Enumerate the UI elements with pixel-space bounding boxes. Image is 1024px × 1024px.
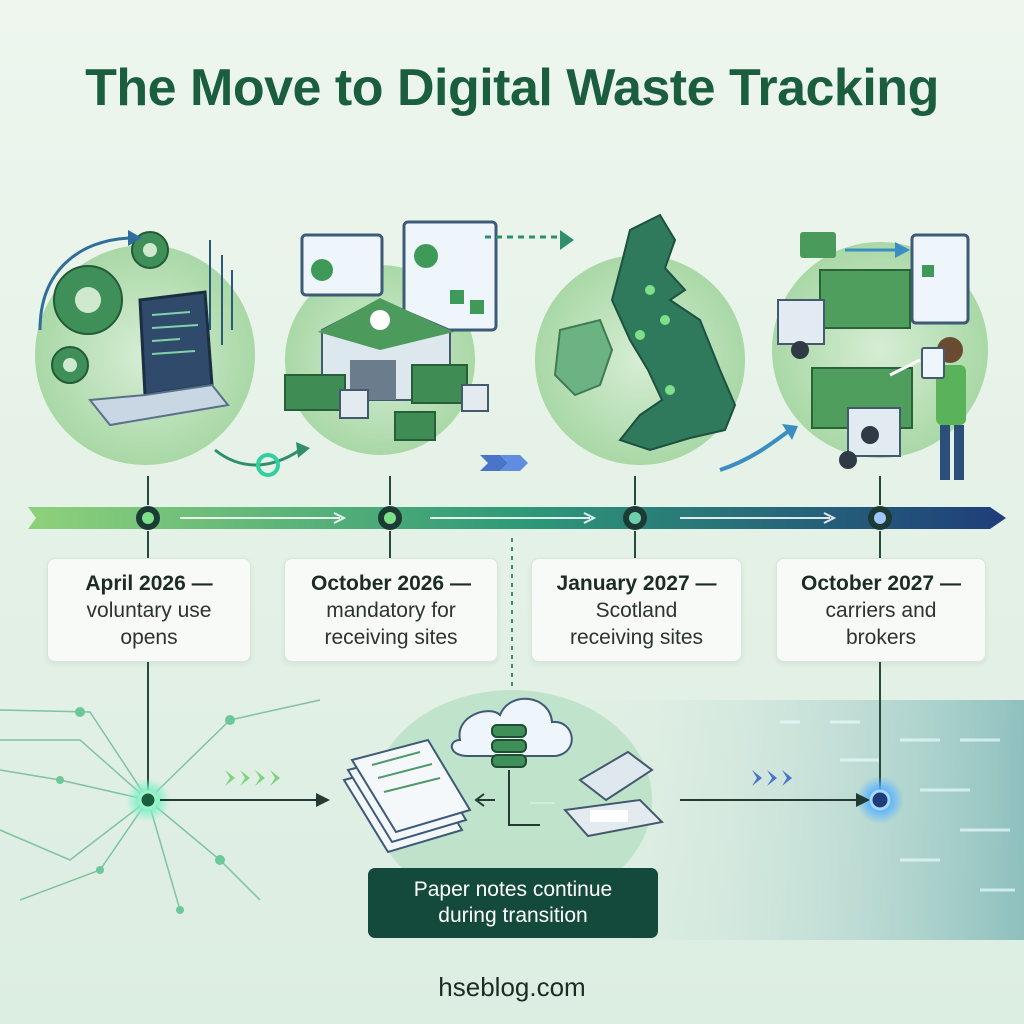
milestone-text: receiving sites <box>324 625 458 649</box>
milestone-text: Scotland <box>595 598 678 622</box>
circuit-nodes <box>56 707 235 914</box>
flow-arrows <box>160 770 870 807</box>
milestone-card-april-2026: April 2026 — voluntary use opens <box>47 558 251 662</box>
timeline-markers <box>136 506 892 530</box>
timeline-connectors <box>147 476 881 790</box>
milestone-text: receiving sites <box>569 625 704 649</box>
transition-illustration <box>342 690 665 910</box>
milestone-card-october-2026: October 2026 — mandatory for receiving s… <box>284 558 498 662</box>
transition-line: during transition <box>438 904 588 927</box>
milestone-text: voluntary use <box>86 598 212 622</box>
bubble-voluntary-laptop <box>35 230 310 477</box>
milestone-card-january-2027: January 2027 — Scotland receiving sites <box>531 558 742 662</box>
milestone-text: mandatory for <box>326 598 456 622</box>
milestone-text: brokers <box>845 625 917 649</box>
milestone-date: October 2026 — <box>311 571 471 595</box>
timeline <box>28 507 1006 529</box>
node-right <box>869 789 891 811</box>
footer-source: hseblog.com <box>438 972 586 1002</box>
bubble-carriers-brokers <box>772 232 988 480</box>
page-title: The Move to Digital Waste Tracking <box>85 59 939 117</box>
node-left <box>138 790 158 810</box>
milestone-date: January 2027 — <box>556 571 717 595</box>
milestone-text: carriers and <box>825 598 937 622</box>
data-streaks <box>780 720 1015 892</box>
transition-line: Paper notes continue <box>413 878 613 901</box>
milestone-card-october-2027: October 2027 — carriers and brokers <box>776 558 986 662</box>
bubble-receiving-site <box>284 220 528 471</box>
milestone-text: opens <box>120 625 178 649</box>
milestone-date: April 2026 — <box>85 571 213 595</box>
bubble-scotland-map <box>485 213 798 472</box>
transition-note: Paper notes continue during transition <box>368 868 658 938</box>
milestone-date: October 2027 — <box>801 571 961 595</box>
